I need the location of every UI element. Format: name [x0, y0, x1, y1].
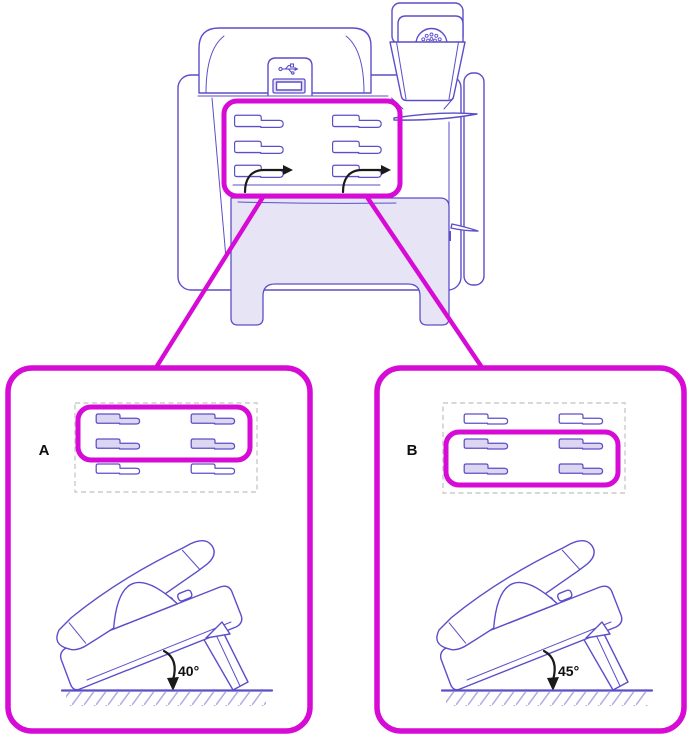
- usb-port-inner: [275, 81, 303, 91]
- usb-icon: [278, 63, 299, 75]
- housing-mold-line-right: [345, 35, 365, 94]
- insert-arrow: [341, 165, 391, 194]
- panel-b-box: [374, 365, 687, 734]
- panel-a: A 40°: [5, 365, 313, 734]
- back-panel-left-seam: [211, 97, 227, 259]
- side-wall: [463, 72, 485, 286]
- ground-hatch: [446, 692, 648, 706]
- wall-hook-lower: [450, 223, 479, 232]
- insert-arrow: [243, 165, 293, 194]
- panel-b: B 45°: [374, 365, 687, 734]
- angle-label-b: 45°: [558, 663, 579, 679]
- slot-highlight-box-b: [443, 429, 621, 488]
- slot-highlight-box: [221, 98, 403, 199]
- panel-label-a: A: [39, 442, 50, 459]
- speaker-grille: [421, 32, 442, 43]
- ground-hatch: [66, 692, 266, 706]
- callout-line-left: [154, 194, 266, 369]
- cradle-hook-flap-right: [443, 97, 454, 110]
- panel-label-b: B: [407, 442, 418, 459]
- phone-back-view: [177, 2, 485, 326]
- housing-mold-line-left: [205, 35, 225, 94]
- wall-hook-shelf: [393, 112, 478, 121]
- cradle-seam-right: [448, 41, 459, 100]
- slot-highlight-box-a: [75, 404, 253, 463]
- slot-area-dashed-box: [74, 402, 258, 493]
- footstand-seam: [237, 201, 397, 204]
- callout-line-right: [364, 194, 484, 369]
- angle-label-a: 40°: [178, 663, 199, 679]
- panel-a-box: [5, 365, 313, 734]
- cradle-seam-left: [396, 41, 407, 100]
- footstand: [230, 197, 450, 326]
